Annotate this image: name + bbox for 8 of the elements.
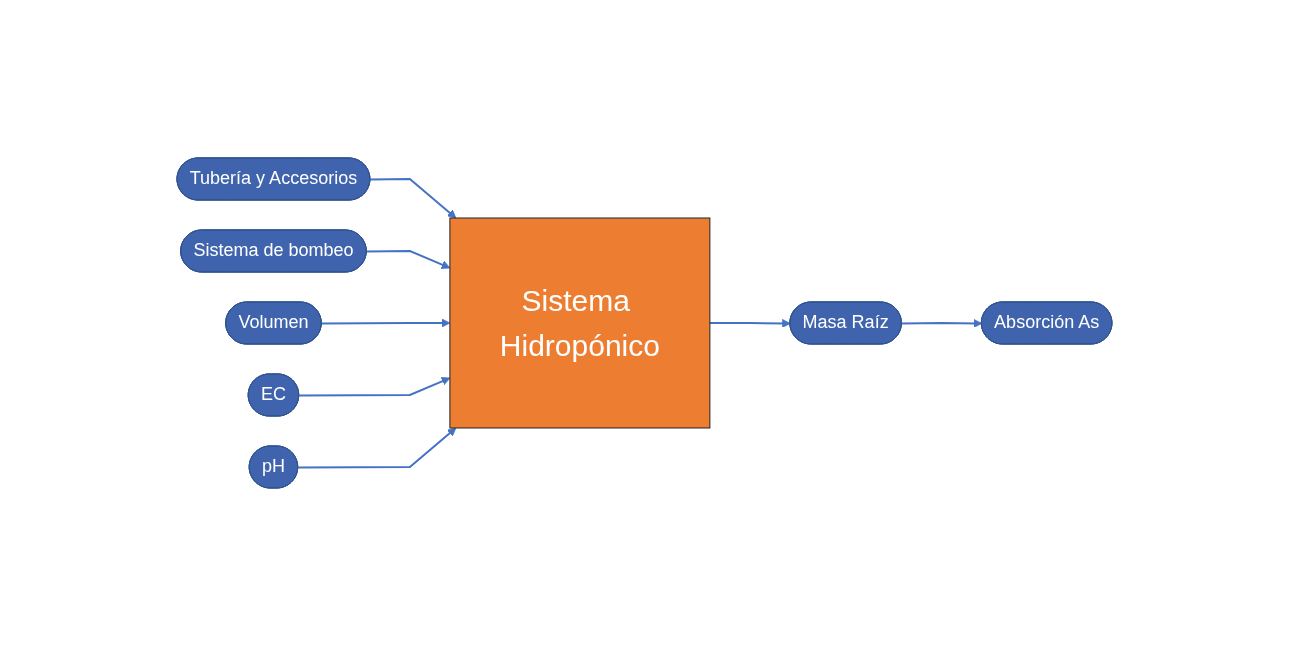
node-box: Sistema Hidropónico (449, 217, 711, 429)
arrow (708, 319, 791, 328)
arrow (365, 250, 451, 269)
arrow (320, 318, 451, 328)
arrow (297, 427, 457, 469)
arrow (900, 319, 983, 328)
arrow (369, 178, 457, 219)
arrow (298, 377, 451, 397)
